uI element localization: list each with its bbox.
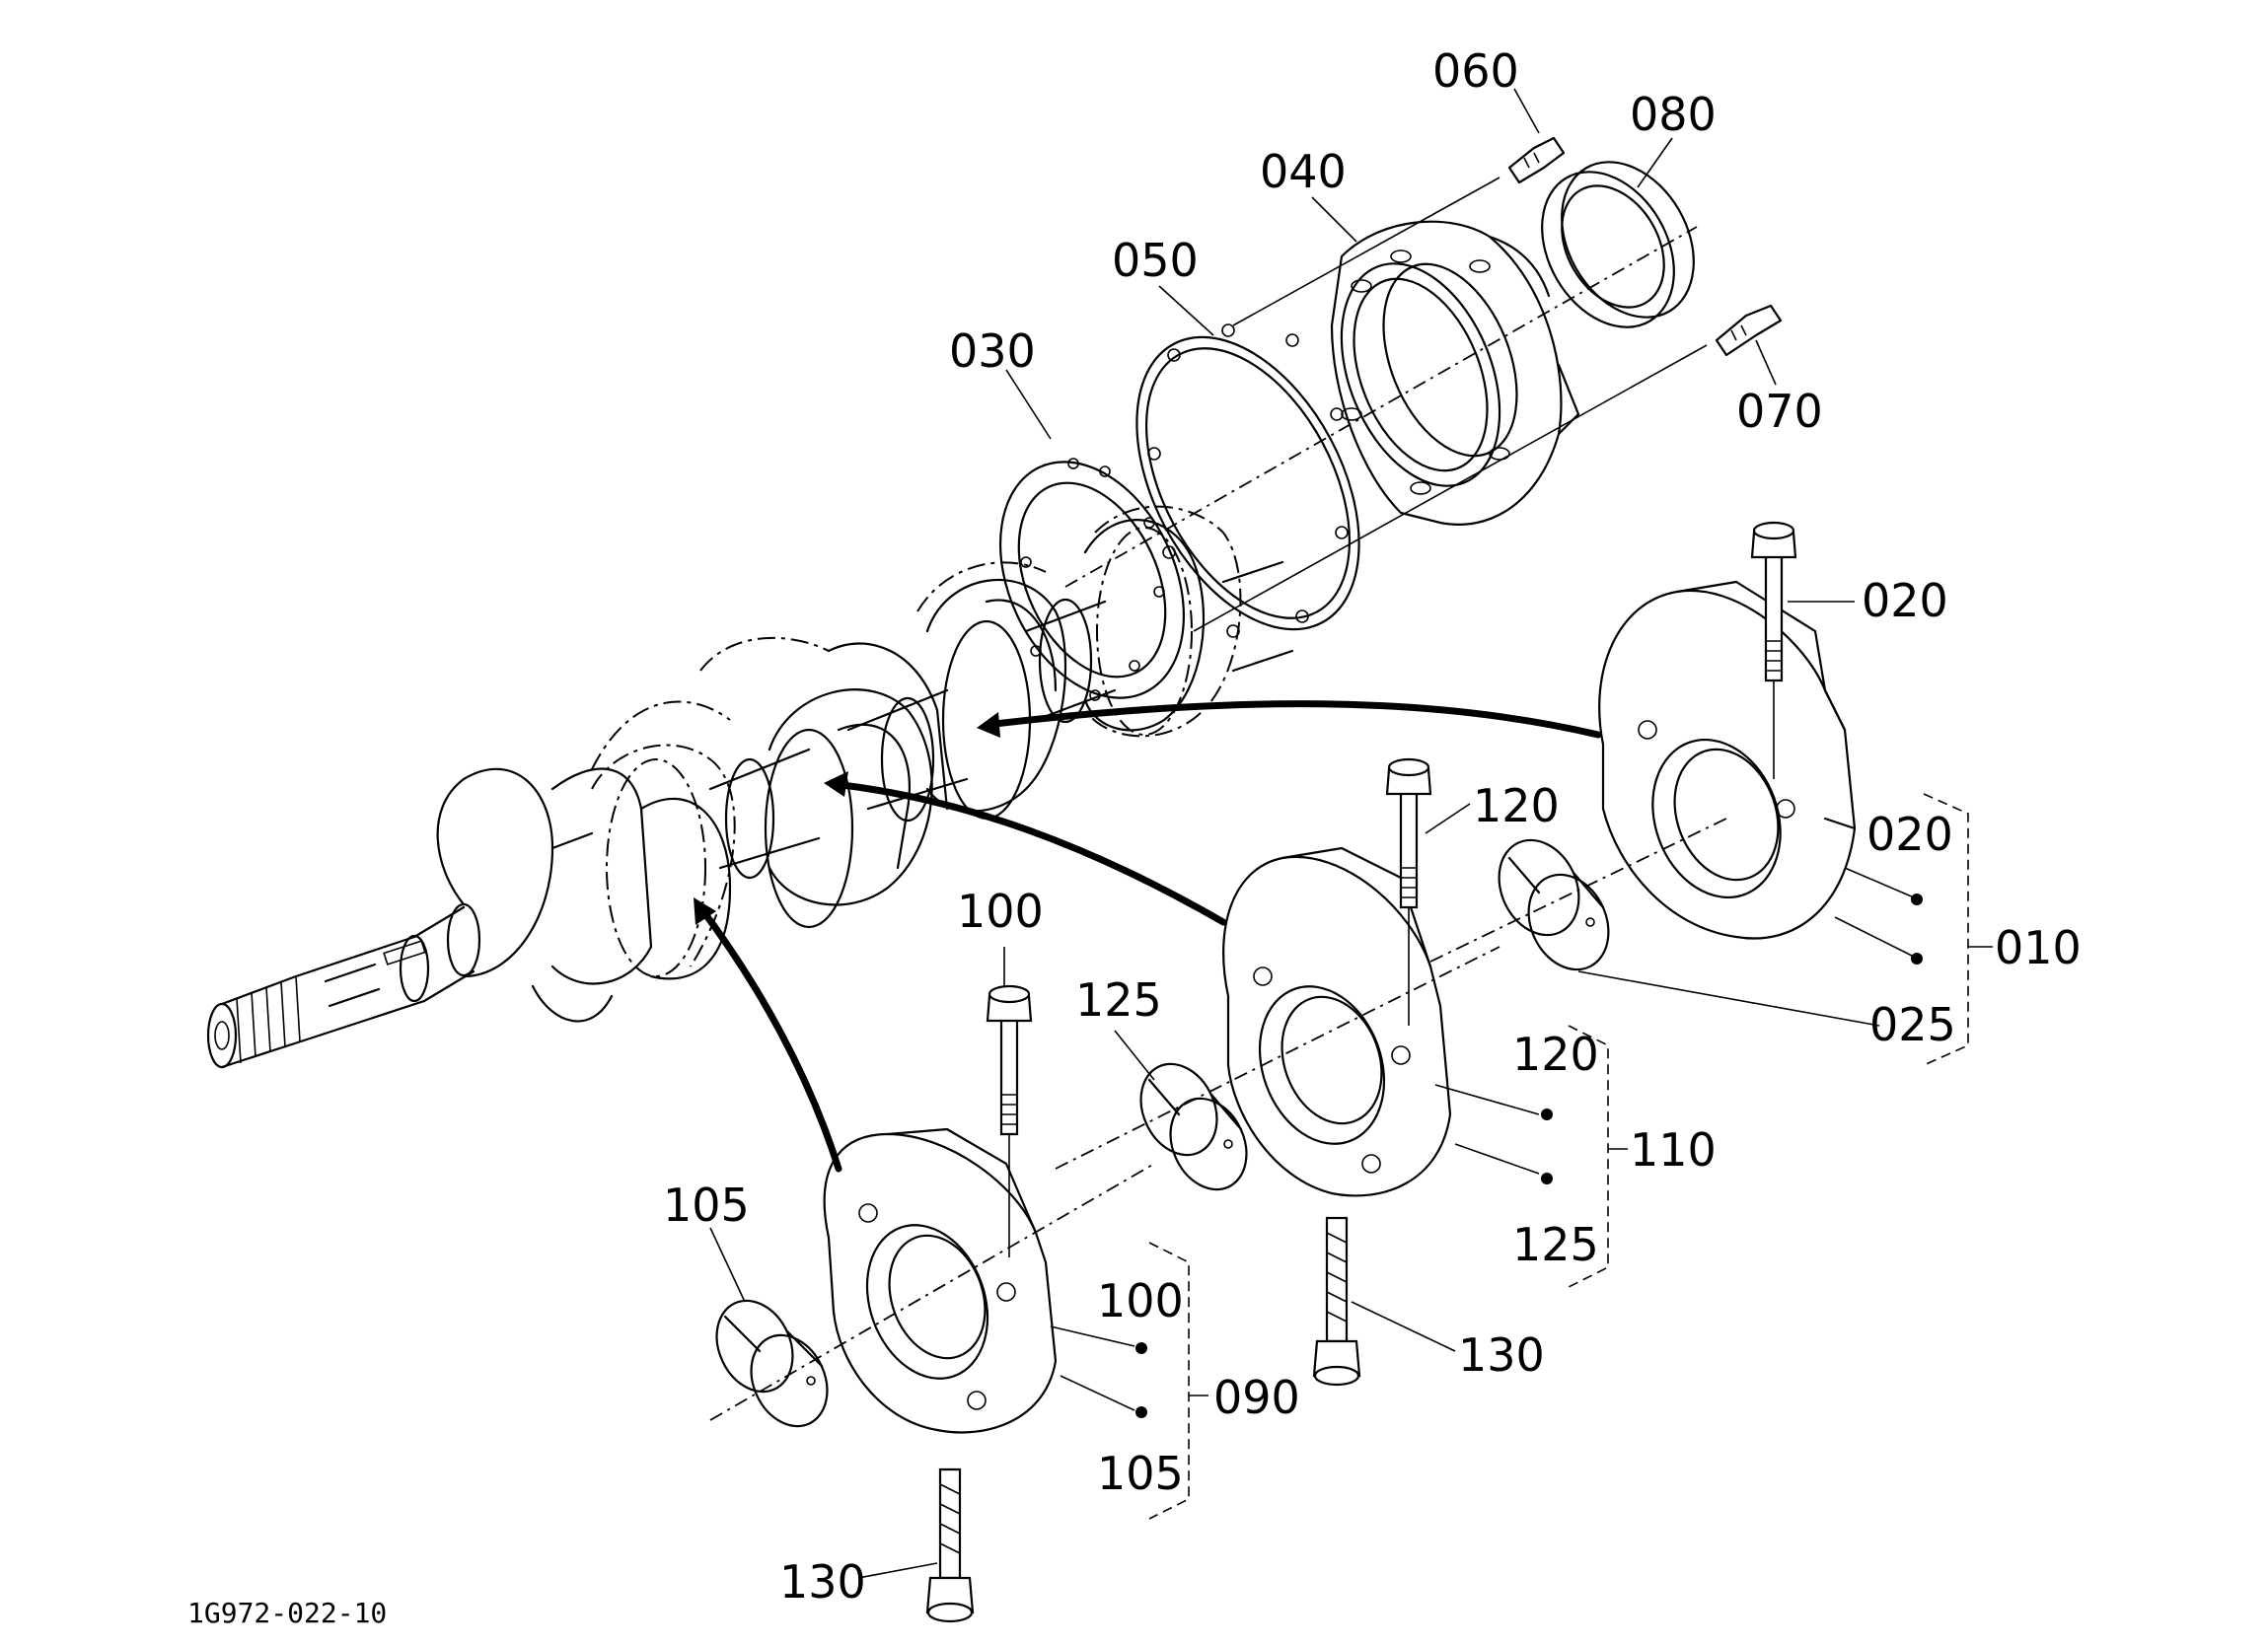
callout-105-bearing: 105 — [663, 1179, 750, 1232]
main-bearing-case-090 — [823, 1127, 1058, 1434]
gasket-050 — [1135, 323, 1360, 638]
callout-080: 080 — [1630, 88, 1717, 141]
callout-025: 025 — [1869, 998, 1956, 1051]
callout-125-bearing: 125 — [1075, 973, 1162, 1027]
arrow-head-case-090 — [694, 897, 716, 925]
main-bearing-125 — [1139, 1062, 1248, 1191]
oil-seal-080 — [1541, 161, 1695, 328]
callout-100-bolt: 100 — [957, 885, 1044, 938]
rear-assembly-centerline — [1064, 226, 1698, 588]
screw-130-left — [925, 1467, 975, 1623]
callout-100-set: 100 — [1097, 1274, 1184, 1327]
arrow-head-case-110 — [824, 771, 848, 797]
arrow-case-090-to-crank — [696, 903, 842, 1173]
gasket-030 — [998, 458, 1186, 701]
crankshaft-webs — [436, 505, 1294, 1023]
bearing-bolt-100 — [986, 984, 1033, 1257]
alignment-line-upper — [1232, 177, 1500, 326]
callout-090: 090 — [1213, 1371, 1300, 1424]
arrow-head-case-010 — [977, 712, 1000, 738]
bolt-060 — [1507, 136, 1566, 184]
callout-120-set: 120 — [1512, 1028, 1599, 1081]
callout-030: 030 — [949, 324, 1036, 378]
main-bearing-case-010 — [1598, 580, 1857, 940]
case-090-centerline — [709, 1163, 1155, 1421]
callout-040: 040 — [1260, 145, 1347, 198]
main-bearing-105 — [715, 1299, 829, 1428]
bearing-bolt-120 — [1385, 757, 1432, 1026]
callout-130-right: 130 — [1458, 1328, 1545, 1382]
bolt-070 — [1715, 304, 1783, 357]
drawing-number: 1G972-022-10 — [187, 1597, 387, 1629]
callout-020-bolt: 020 — [1862, 574, 1948, 627]
crankshaft-spline-end — [206, 902, 481, 1069]
callout-070: 070 — [1736, 385, 1823, 438]
case-010-centerline — [1429, 818, 1727, 963]
callout-105-set: 105 — [1097, 1447, 1184, 1500]
arrow-case-110-to-crank — [830, 780, 1227, 926]
main-bearing-case-110 — [1222, 846, 1452, 1197]
leader-lines — [709, 88, 1993, 1579]
callout-125-set: 125 — [1512, 1218, 1599, 1271]
set-dots — [1135, 894, 1923, 1418]
alignment-line-lower — [1193, 344, 1708, 632]
screw-130-middle — [1312, 1216, 1361, 1387]
callout-120-bolt: 120 — [1473, 779, 1560, 832]
callout-110: 110 — [1630, 1123, 1717, 1177]
main-bearing-025 — [1498, 838, 1610, 971]
callout-060: 060 — [1432, 44, 1519, 98]
rear-oil-seal-case-040 — [1330, 220, 1580, 526]
callout-020-set: 020 — [1866, 808, 1953, 861]
crankshaft — [206, 505, 1294, 1069]
arrow-case-010-to-crank — [983, 700, 1602, 739]
callout-050: 050 — [1112, 234, 1199, 287]
case-110-centerline — [1055, 946, 1500, 1170]
callout-010: 010 — [1995, 921, 2082, 974]
bearing-bolt-020 — [1750, 521, 1797, 779]
callout-130-left: 130 — [779, 1555, 866, 1609]
